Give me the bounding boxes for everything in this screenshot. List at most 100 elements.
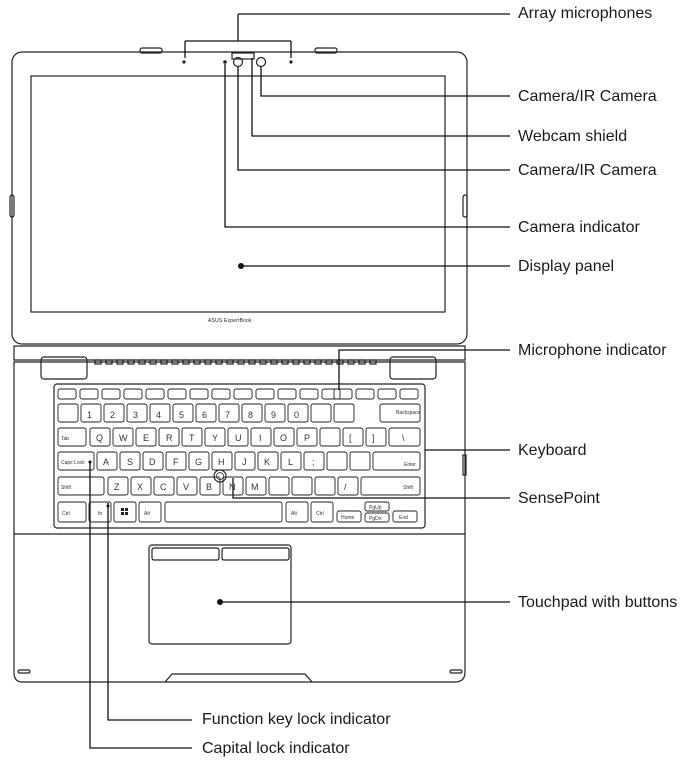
svg-text:Shift: Shift: [403, 485, 414, 491]
svg-text:Alt: Alt: [144, 511, 150, 517]
label-function-key-lock-indicator: Function key lock indicator: [202, 711, 391, 728]
key-legends: 1 2 3 4 5 6 7 8 9 0 Backspace Tab Q W E …: [61, 410, 421, 522]
svg-text:2: 2: [110, 410, 115, 420]
svg-text:S: S: [127, 457, 133, 467]
svg-text:Ctrl: Ctrl: [62, 511, 70, 517]
touchpad-left-button[interactable]: [151, 547, 220, 561]
svg-text:]: ]: [372, 433, 375, 443]
svg-text:G: G: [195, 457, 202, 467]
shift-row: [57, 476, 421, 496]
svg-text:Home: Home: [341, 515, 355, 521]
fn-key: [88, 501, 112, 523]
svg-text:Ctrl: Ctrl: [316, 511, 324, 517]
svg-text:4: 4: [156, 410, 161, 420]
svg-text:F: F: [173, 457, 179, 467]
svg-text:D: D: [149, 457, 156, 467]
leader-sensepoint: [232, 478, 510, 499]
svg-text:R: R: [166, 433, 173, 443]
function-row: [57, 388, 419, 400]
label-keyboard: Keyboard: [518, 442, 587, 459]
label-camera-ir-camera-2: Camera/IR Camera: [518, 162, 657, 179]
base-foot-right: [449, 669, 463, 674]
svg-text:W: W: [119, 433, 128, 443]
camera-indicator-dot: [223, 60, 227, 64]
svg-text:Backspace: Backspace: [396, 410, 421, 416]
svg-text:H: H: [218, 457, 225, 467]
touchpad[interactable]: [148, 544, 292, 645]
svg-text:P: P: [304, 433, 310, 443]
leader-microphone-indicator: [338, 349, 510, 390]
label-capital-lock-indicator: Capital lock indicator: [202, 740, 350, 757]
array-mic-right: [289, 60, 293, 64]
svg-text:J: J: [242, 457, 247, 467]
number-row: [57, 403, 421, 423]
touchpad-right-button[interactable]: [221, 547, 290, 561]
leader-camera-ir-1: [260, 66, 510, 97]
hinge-left: [40, 356, 88, 380]
label-camera-ir-camera-1: Camera/IR Camera: [518, 88, 657, 105]
leader-webcam-shield: [251, 58, 510, 137]
svg-text:8: 8: [248, 410, 253, 420]
leader-function-key-lock: [107, 503, 192, 721]
svg-text:1: 1: [87, 410, 92, 420]
svg-text:PgUp: PgUp: [369, 505, 382, 511]
label-sensepoint: SensePoint: [518, 490, 600, 507]
array-mic-left: [182, 60, 186, 64]
label-microphone-indicator: Microphone indicator: [518, 342, 667, 359]
svg-text:Q: Q: [96, 433, 103, 443]
webcam-shield: [231, 52, 255, 60]
laptop-base: [13, 361, 466, 683]
base-foot-left: [17, 669, 31, 674]
svg-text:6: 6: [202, 410, 207, 420]
label-array-microphones: Array microphones: [518, 5, 653, 22]
svg-text:Shift: Shift: [61, 485, 72, 491]
svg-text:3: 3: [133, 410, 138, 420]
svg-text:O: O: [280, 433, 287, 443]
svg-text:X: X: [137, 482, 143, 492]
hinge-strip: [13, 345, 466, 361]
leader-camera-indicator: [224, 64, 510, 228]
svg-text:Alt: Alt: [291, 511, 297, 517]
svg-text:5: 5: [179, 410, 184, 420]
svg-text:A: A: [103, 457, 109, 467]
svg-text:L: L: [288, 457, 293, 467]
svg-text:Y: Y: [212, 433, 218, 443]
svg-text:\: \: [402, 433, 405, 443]
svg-text:Tab: Tab: [61, 436, 69, 442]
microphone-indicator-key: [333, 388, 353, 400]
svg-text:7: 7: [225, 410, 230, 420]
svg-text:B: B: [206, 482, 212, 492]
label-webcam-shield: Webcam shield: [518, 128, 628, 145]
svg-text:M: M: [251, 482, 259, 492]
base-side-port: [462, 454, 467, 476]
qwerty-row: [57, 427, 421, 447]
svg-text:Enter: Enter: [404, 462, 416, 468]
lid-side-right: [462, 194, 468, 218]
svg-text:V: V: [183, 482, 189, 492]
svg-text:0: 0: [294, 410, 299, 420]
home-row: [57, 451, 421, 471]
leader-array-microphones: [184, 13, 510, 58]
svg-text:fn: fn: [98, 511, 102, 517]
svg-text:T: T: [189, 433, 195, 443]
svg-text:N: N: [229, 482, 236, 492]
svg-text:9: 9: [271, 410, 276, 420]
lid-side-left: [9, 194, 15, 218]
lid-bump-right: [314, 47, 338, 54]
svg-text:Z: Z: [114, 482, 120, 492]
svg-text:PgDn: PgDn: [369, 516, 382, 522]
bottom-row: [57, 501, 418, 523]
svg-text:[: [: [349, 433, 352, 443]
svg-text:E: E: [143, 433, 149, 443]
sensepoint: [213, 469, 227, 483]
svg-text:K: K: [264, 457, 270, 467]
svg-text:I: I: [259, 433, 262, 443]
leader-camera-ir-2: [237, 66, 510, 171]
svg-text:End: End: [399, 515, 408, 521]
label-camera-indicator: Camera indicator: [518, 219, 640, 236]
svg-text:C: C: [160, 482, 167, 492]
leader-capital-lock: [89, 462, 192, 749]
svg-text:Caps Lock: Caps Lock: [61, 460, 85, 466]
svg-text:/: /: [344, 482, 347, 492]
